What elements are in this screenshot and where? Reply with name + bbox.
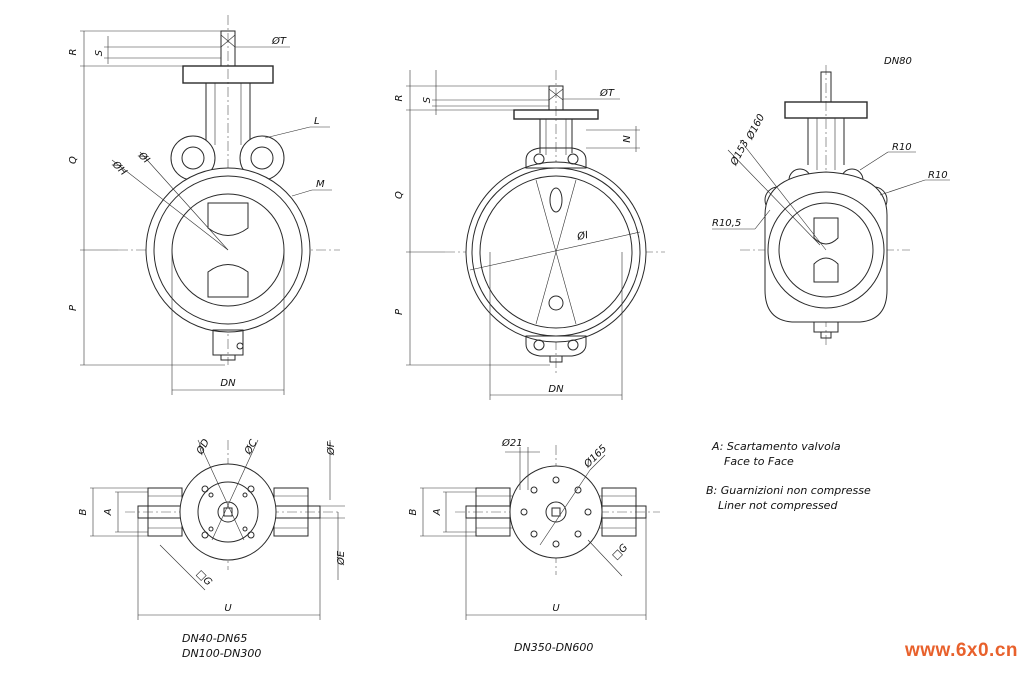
- label-OD: ØD: [194, 437, 213, 458]
- caption-dn40-dn65: DN40-DN65: [182, 632, 248, 645]
- label-N: N: [622, 135, 633, 143]
- label-OF: ØF: [325, 441, 337, 456]
- note-a-english: Face to Face: [724, 455, 794, 468]
- watermark: www.6x0.cn: [904, 640, 1018, 661]
- view-top-large: Ø21 Ø165 □G B A U: [408, 437, 660, 620]
- label-OT-1: ØT: [271, 35, 287, 47]
- caption-dn350-dn600: DN350-DN600: [514, 641, 594, 654]
- label-B-2: B: [408, 508, 419, 515]
- label-B-1: B: [78, 508, 89, 515]
- label-G-1: □G: [194, 568, 214, 588]
- label-DN80: DN80: [884, 56, 912, 67]
- label-DN-1: DN: [220, 378, 236, 389]
- label-O21: Ø21: [501, 437, 523, 449]
- label-A-1: A: [103, 508, 114, 516]
- label-G-2: □G: [610, 542, 630, 562]
- view-dn80: DN80 Ø160 Ø153 R10 R10 R10,5: [712, 56, 950, 345]
- view-top-small: ØD ØC ØF ØE B A □G U: [78, 437, 347, 620]
- label-R10-b: R10: [928, 170, 948, 181]
- label-Q-2: Q: [394, 191, 405, 199]
- label-R10-5: R10,5: [712, 218, 741, 229]
- label-OI-2: ØI: [575, 229, 589, 243]
- label-Q-1: Q: [68, 156, 79, 164]
- label-P-1: P: [68, 304, 79, 311]
- label-OT-2: ØT: [599, 87, 615, 99]
- note-b-english: Liner not compressed: [718, 499, 838, 512]
- label-U-2: U: [552, 603, 560, 614]
- label-M: M: [316, 179, 325, 190]
- label-DN-2: DN: [548, 384, 564, 395]
- label-P-2: P: [394, 308, 405, 315]
- label-S-1: S: [94, 49, 105, 56]
- view-front-small: R S ØT Q P ØH ØI L M DN: [68, 15, 340, 395]
- label-R10-a: R10: [892, 142, 912, 153]
- caption-dn100-dn300: DN100-DN300: [182, 647, 262, 660]
- label-A-2: A: [432, 508, 443, 516]
- label-S-2: S: [422, 96, 433, 103]
- label-U-1: U: [224, 603, 232, 614]
- view-front-large: R S ØT N Q P ØI DN: [394, 70, 665, 400]
- label-OE: ØE: [335, 550, 347, 566]
- label-OH: ØH: [109, 158, 129, 178]
- label-R-1: R: [68, 49, 79, 56]
- label-OC: ØC: [242, 438, 260, 458]
- note-b-italian: B: Guarnizioni non compresse: [706, 484, 871, 497]
- note-a-italian: A: Scartamento valvola: [712, 440, 841, 453]
- label-O160: Ø160: [744, 112, 768, 142]
- label-OI-1: ØI: [135, 149, 152, 166]
- label-O165: Ø165: [581, 443, 609, 471]
- label-R-2: R: [394, 95, 405, 102]
- label-L: L: [314, 116, 320, 127]
